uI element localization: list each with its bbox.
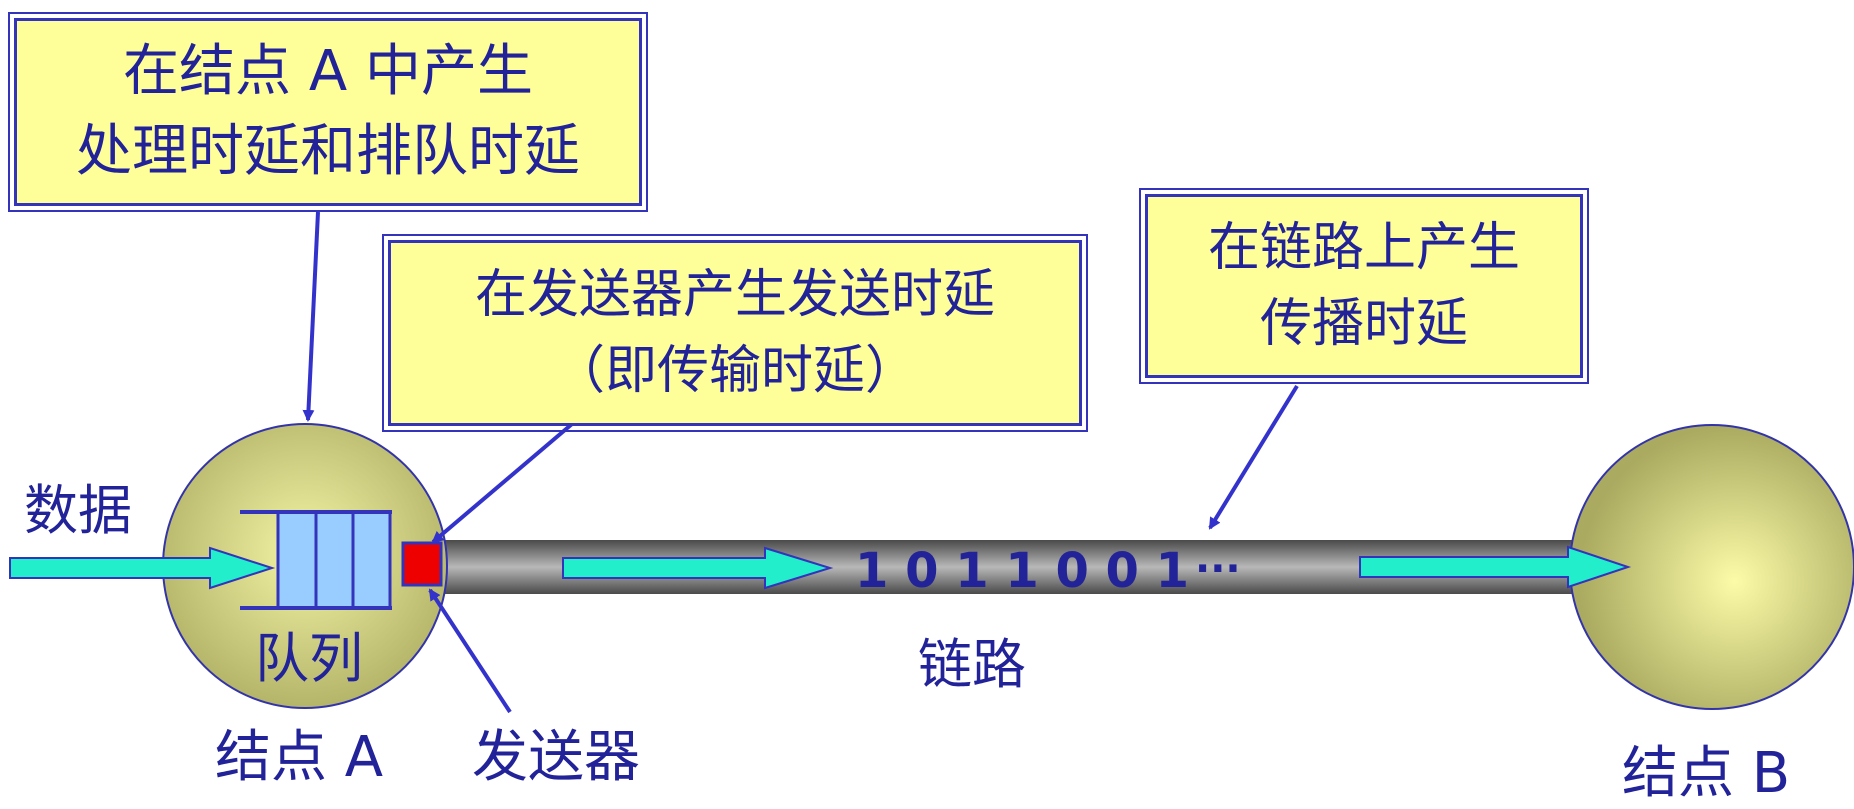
transmitter-icon — [401, 541, 443, 587]
transmit-delay-callout: 在发送器产生发送时延 （即传输时延） — [382, 234, 1088, 432]
link-label: 链路 — [918, 633, 1026, 696]
node-delay-line-1: 在结点 A 中产生 — [123, 39, 533, 104]
node-delay-pointer — [302, 211, 320, 422]
queue-label: 队列 — [255, 627, 363, 690]
bit-ellipsis: ··· — [1195, 546, 1241, 592]
data-label: 数据 — [24, 479, 132, 542]
propagation-delay-line-1: 在链路上产生 — [1207, 218, 1520, 278]
node-delay-line-2: 处理时延和排队时延 — [76, 119, 580, 184]
queue-icon — [240, 510, 392, 610]
propagation-delay-callout: 在链路上产生 传播时延 — [1139, 188, 1589, 384]
transmitter-pointer — [428, 588, 512, 714]
data-input-arrow — [9, 546, 276, 590]
propagation-delay-line-2: 传播时延 — [1259, 294, 1468, 354]
link-flow-arrow-2 — [1359, 545, 1632, 589]
transmit-delay-pointer — [431, 422, 574, 544]
node-a-label: 结点 A — [215, 725, 384, 790]
node-b-label: 结点 B — [1622, 741, 1791, 806]
link-flow-arrow-1 — [562, 546, 834, 590]
bit-sequence: 1 0 1 1 0 0 1 — [855, 543, 1189, 599]
transmit-delay-line-1: 在发送器产生发送时延 — [474, 265, 995, 325]
transmit-delay-line-2: （即传输时延） — [552, 341, 917, 401]
transmitter-label: 发送器 — [472, 725, 640, 790]
propagation-delay-pointer — [1208, 384, 1299, 530]
node-delay-callout: 在结点 A 中产生 处理时延和排队时延 — [8, 12, 648, 212]
